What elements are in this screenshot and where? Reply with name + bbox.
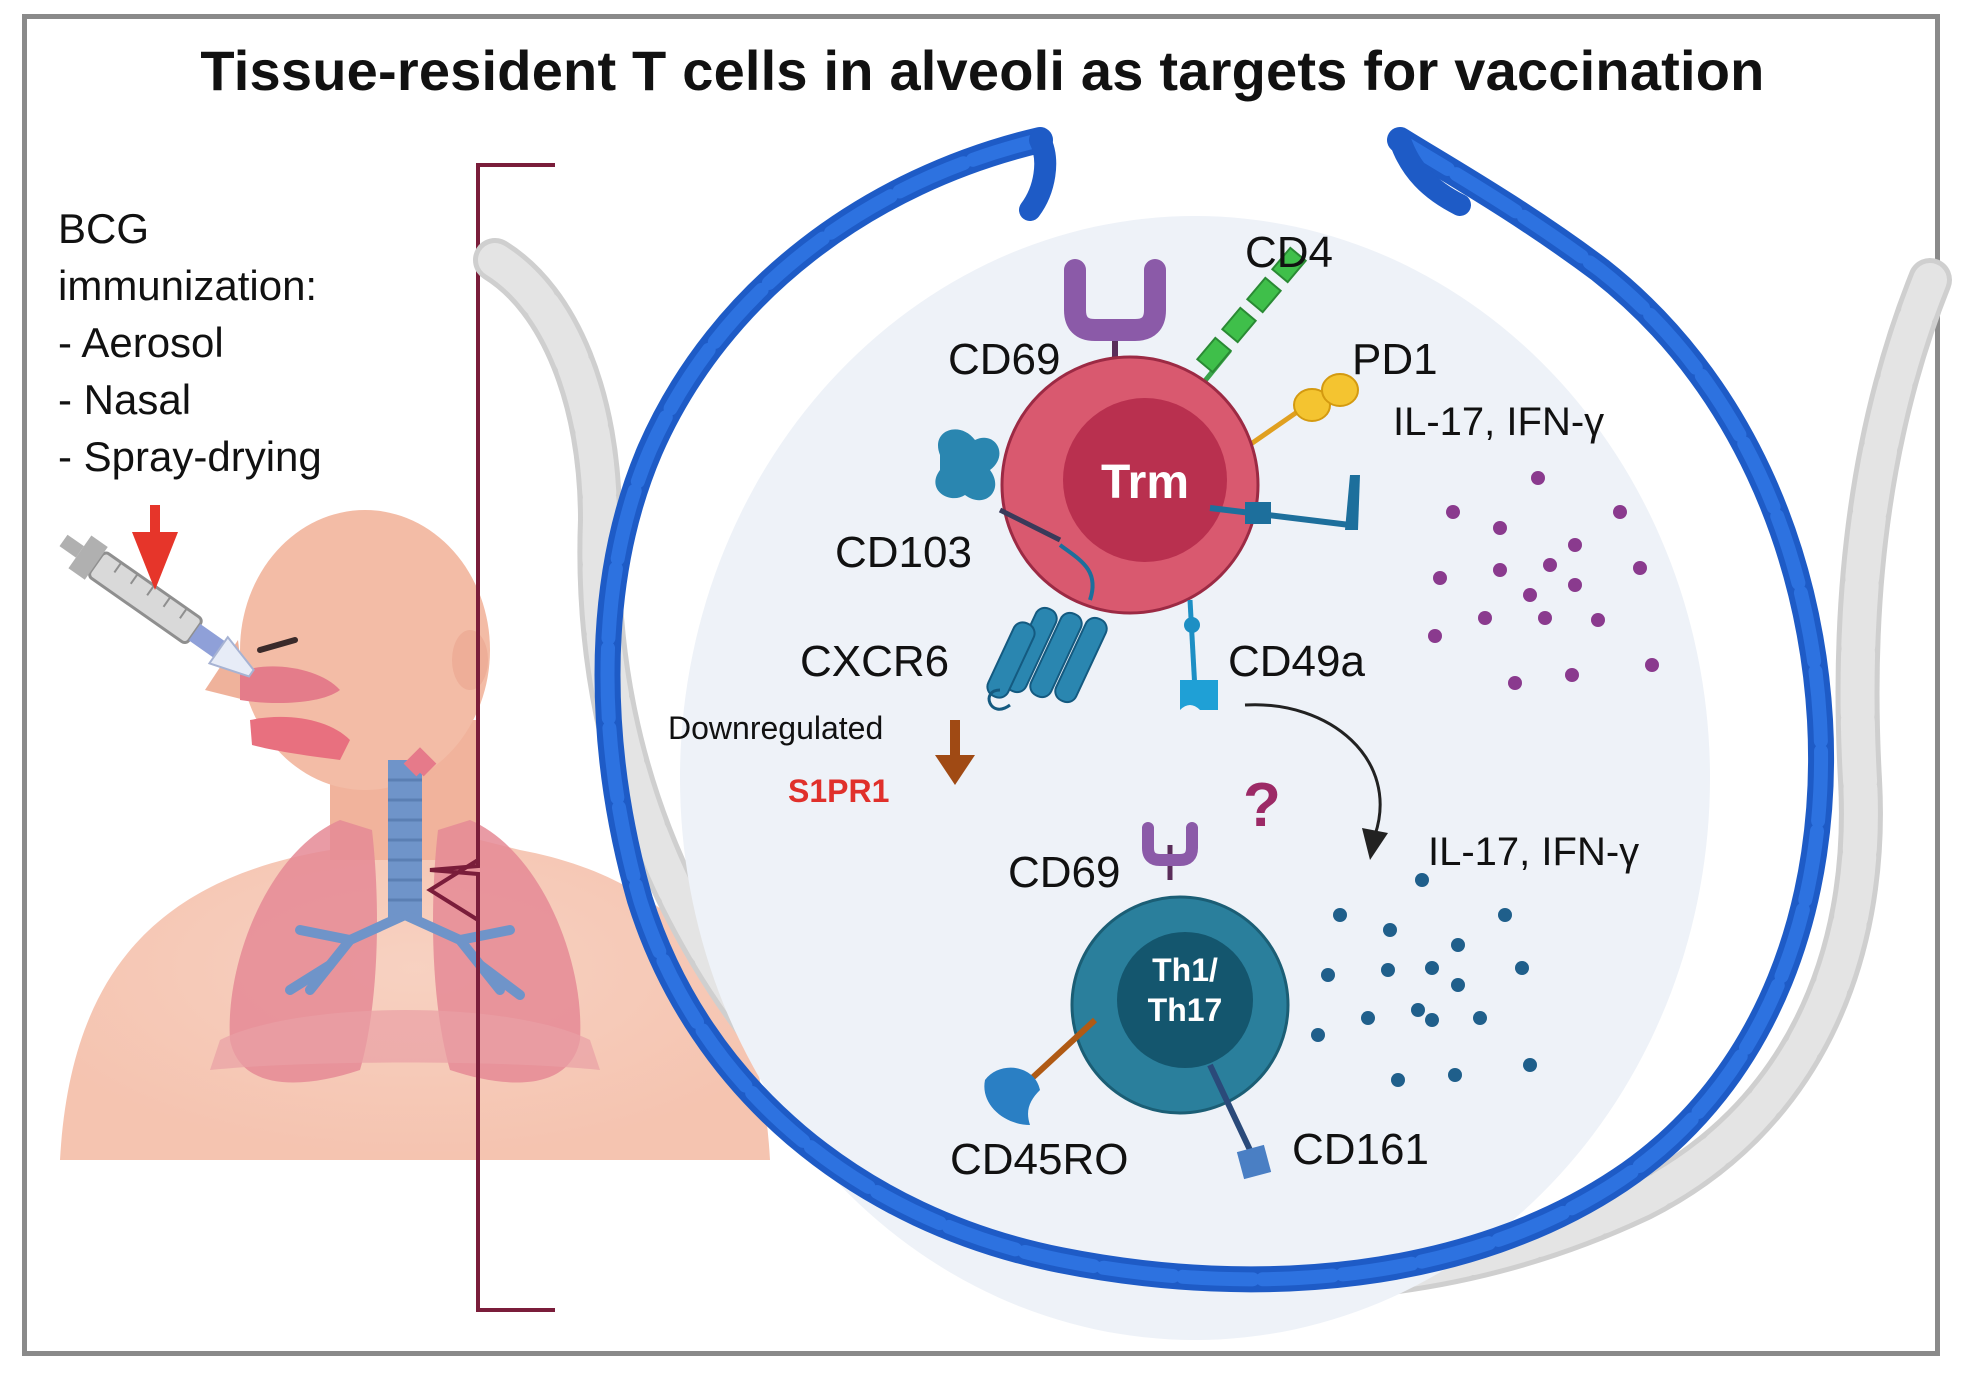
brown-down-arrow-icon bbox=[935, 720, 975, 785]
trm-cell bbox=[935, 246, 1360, 711]
label-s1pr1: S1PR1 bbox=[788, 773, 890, 809]
trm-cell-name: Trm bbox=[1100, 456, 1190, 509]
red-down-arrow-icon bbox=[132, 505, 178, 590]
human-figure-icon bbox=[60, 510, 770, 1160]
transition-arrow bbox=[1244, 703, 1388, 860]
question-mark: ? bbox=[1243, 771, 1281, 840]
label-pd1: PD1 bbox=[1352, 335, 1438, 384]
route-spray-drying: - Spray-drying bbox=[58, 433, 322, 480]
bracket-line bbox=[429, 163, 555, 1312]
page-title: Tissue-resident T cells in alveoli as ta… bbox=[200, 39, 1765, 102]
label-cd103: CD103 bbox=[835, 528, 972, 577]
th-cell-name: Th1/ Th17 bbox=[1115, 950, 1255, 1030]
th-cytokines bbox=[1311, 873, 1537, 1087]
th-cell-name-line2: Th17 bbox=[1147, 992, 1223, 1028]
alveolus-lumen bbox=[680, 216, 1710, 1340]
th-cell-name-line1: Th1/ bbox=[1152, 952, 1218, 988]
label-cd69-trm: CD69 bbox=[948, 335, 1061, 384]
label-cxcr6: CXCR6 bbox=[800, 637, 950, 686]
bcg-heading: BCG bbox=[58, 205, 150, 252]
route-nasal: - Nasal bbox=[58, 376, 192, 423]
lungs-icon bbox=[210, 747, 600, 1083]
bcg-immunization-list: BCG immunization: - Aerosol - Nasal - Sp… bbox=[58, 200, 322, 485]
label-cd4: CD4 bbox=[1245, 228, 1334, 277]
label-cd69-th: CD69 bbox=[1008, 848, 1121, 897]
bcg-subheading: immunization: bbox=[58, 262, 318, 309]
label-cd49a: CD49a bbox=[1228, 637, 1365, 686]
label-trm-cytokines: IL-17, IFN-γ bbox=[1393, 400, 1605, 444]
alveolus-wall bbox=[594, 127, 1835, 1293]
route-aerosol: - Aerosol bbox=[58, 319, 224, 366]
label-cd45ro: CD45RO bbox=[950, 1135, 1129, 1184]
th-cell bbox=[984, 822, 1290, 1180]
label-downregulated: Downregulated bbox=[668, 710, 884, 746]
label-cd161: CD161 bbox=[1292, 1125, 1429, 1174]
label-th-cytokines: IL-17, IFN-γ bbox=[1428, 830, 1640, 874]
trm-cytokines bbox=[1428, 471, 1659, 690]
